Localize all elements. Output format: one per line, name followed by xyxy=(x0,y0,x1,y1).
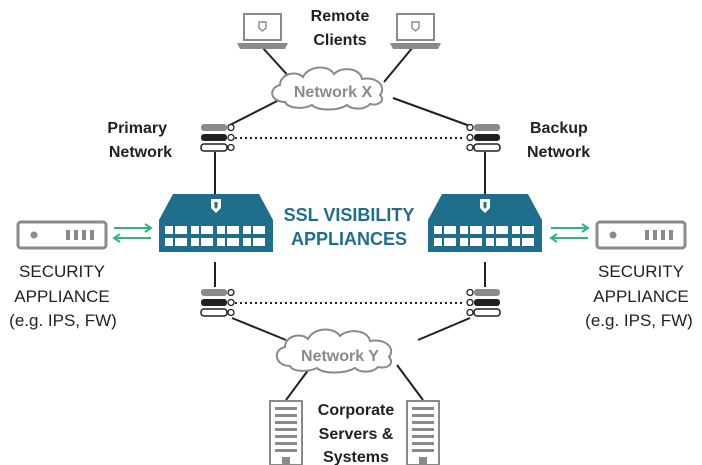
corporate-servers-line-3: Systems xyxy=(323,449,389,465)
remote-clients-label: Remote Clients xyxy=(311,8,370,49)
bidirectional-arrows-icon xyxy=(549,223,590,243)
security-right-line-2: APPLIANCE xyxy=(593,287,688,306)
primary-network-label: Primary Network xyxy=(107,120,172,161)
network-switch-icon xyxy=(466,123,501,152)
security-left-line-1: SECURITY xyxy=(19,262,105,281)
bidirectional-arrows-icon xyxy=(112,223,153,243)
backup-network-line-1: Backup xyxy=(530,120,588,137)
backup-network-line-2: Network xyxy=(527,144,590,161)
network-switch-icon xyxy=(466,288,501,317)
dotted-cross-links xyxy=(235,137,464,304)
cloud-icon xyxy=(275,328,393,374)
link-lower-left-switch-to-network-y xyxy=(231,317,287,341)
link-network-y-to-server-right xyxy=(396,364,424,401)
corporate-servers-label: Corporate Servers & Systems xyxy=(318,402,395,465)
corporate-servers-line-1: Corporate xyxy=(318,402,395,419)
security-left-line-2: APPLIANCE xyxy=(14,287,109,306)
cloud-icon xyxy=(271,66,384,111)
security-appliance-left-label: SECURITY APPLIANCE (e.g. IPS, FW) xyxy=(9,262,117,330)
ssl-appliances-label: SSL VISIBILITY APPLIANCES xyxy=(284,205,415,249)
remote-clients-line-1: Remote xyxy=(311,8,370,25)
link-network-x-to-primary xyxy=(227,97,284,127)
backup-network-label: Backup Network xyxy=(527,120,590,161)
security-right-line-3: (e.g. IPS, FW) xyxy=(585,311,693,330)
security-appliance-right-label: SECURITY APPLIANCE (e.g. IPS, FW) xyxy=(585,262,693,330)
remote-clients-line-2: Clients xyxy=(313,32,366,49)
security-appliance-icon xyxy=(595,220,687,250)
server-tower-icon xyxy=(269,400,303,465)
security-appliance-icon xyxy=(16,220,108,250)
ssl-appliances-line-2: APPLIANCES xyxy=(291,229,407,249)
network-x-label: Network X xyxy=(294,84,373,101)
ssl-appliances-line-1: SSL VISIBILITY xyxy=(284,205,415,225)
laptop-icon xyxy=(237,13,288,49)
network-switch-icon xyxy=(200,288,235,317)
network-switch-icon xyxy=(200,123,235,152)
corporate-servers-line-2: Servers & xyxy=(319,426,394,443)
laptop-icon xyxy=(390,13,441,49)
link-lower-right-switch-to-network-y xyxy=(417,317,471,341)
ssl-appliance-icon xyxy=(428,194,542,252)
primary-network-line-2: Network xyxy=(109,144,172,161)
link-network-x-to-backup xyxy=(392,97,471,127)
network-y-label: Network Y xyxy=(301,348,379,365)
link-laptop-right-to-network-x xyxy=(383,46,414,83)
server-tower-icon xyxy=(406,400,440,465)
ssl-appliance-icon xyxy=(159,194,273,252)
security-right-line-1: SECURITY xyxy=(598,262,684,281)
security-left-line-3: (e.g. IPS, FW) xyxy=(9,311,117,330)
primary-network-line-1: Primary xyxy=(107,120,167,137)
